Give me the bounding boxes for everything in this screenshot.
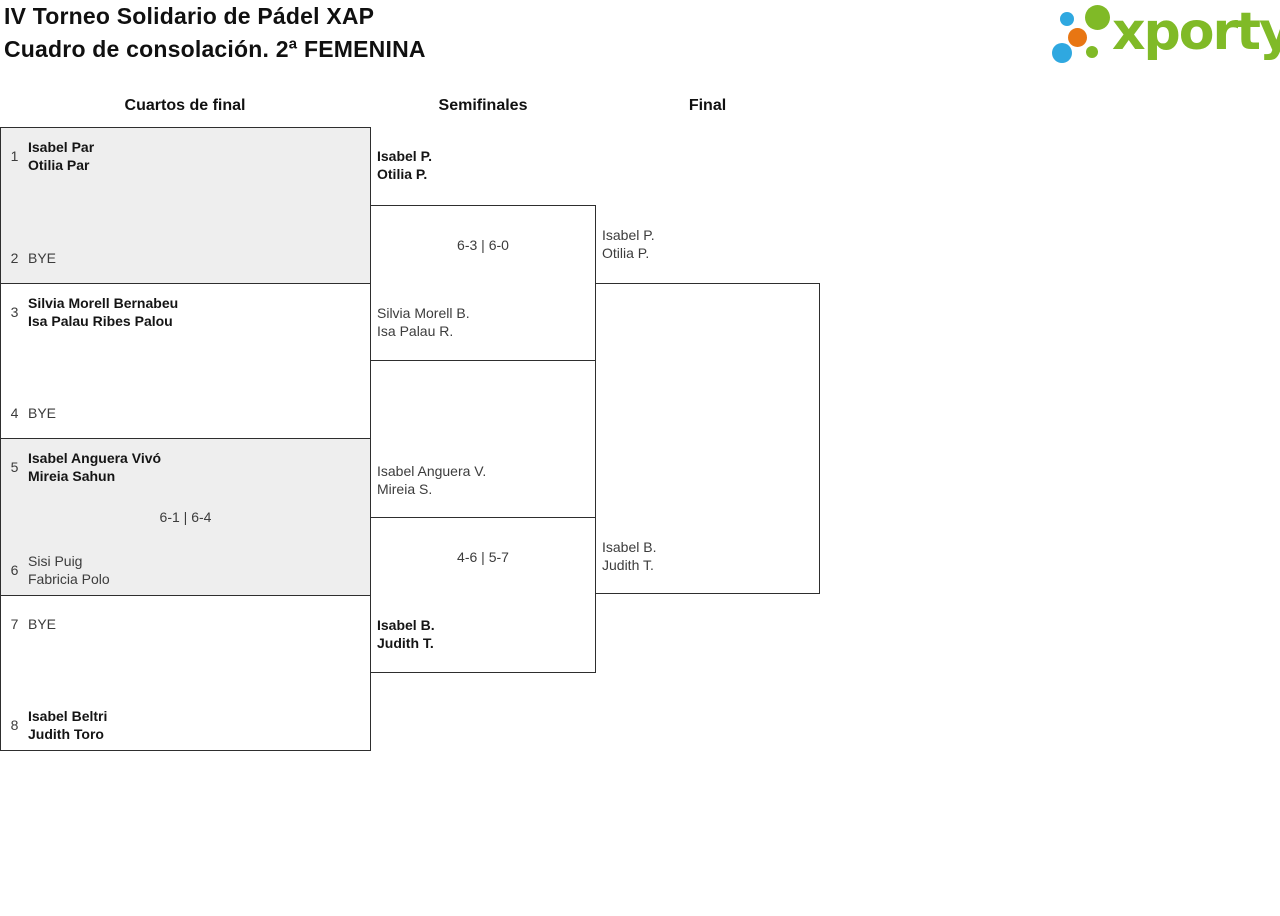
team-names: Isabel Beltri Judith Toro xyxy=(28,707,107,743)
player-name: Mireia S. xyxy=(377,481,433,497)
qf-match-3-box: 5 Isabel Anguera Vivó Mireia Sahun 6-1 |… xyxy=(0,438,371,596)
qf-match-4-box: 7 BYE 8 Isabel Beltri Judith Toro xyxy=(0,595,371,751)
round-header-semifinals: Semifinales xyxy=(438,97,528,114)
team-names: Silvia Morell Bernabeu Isa Palau Ribes P… xyxy=(28,294,178,330)
logo-dot-icon xyxy=(1060,12,1074,26)
team-names: BYE xyxy=(28,249,56,267)
final-top-team: Isabel P. Otilia P. xyxy=(602,226,655,262)
player-name: Mireia Sahun xyxy=(28,468,116,484)
sf1-score: 6-3 | 6-0 xyxy=(457,237,509,253)
seed-number: 8 xyxy=(10,717,19,733)
team-slot: 8 Isabel Beltri Judith Toro xyxy=(9,707,362,743)
player-name: Silvia Morell Bernabeu xyxy=(28,295,179,311)
team-slot: 6 Sisi Puig Fabricia Polo xyxy=(9,552,362,588)
match-score: 6-1 | 6-4 xyxy=(159,509,212,525)
logo-dot-icon xyxy=(1052,43,1072,63)
sf1-top-team: Isabel P. Otilia P. xyxy=(377,147,432,183)
player-name: Isa Palau R. xyxy=(377,323,454,339)
sf1-bottom-team: Silvia Morell B. Isa Palau R. xyxy=(377,304,470,340)
round-header-quarterfinals: Cuartos de final xyxy=(124,97,246,114)
player-name: Fabricia Polo xyxy=(28,571,110,587)
seed-number: 4 xyxy=(10,405,19,421)
player-name: BYE xyxy=(28,405,57,421)
final-bottom-team: Isabel B. Judith T. xyxy=(602,538,656,574)
player-name: Sisi Puig xyxy=(28,553,83,569)
player-name: Otilia P. xyxy=(377,166,428,182)
team-slot: 7 BYE xyxy=(9,615,362,633)
team-names: Isabel Anguera Vivó Mireia Sahun xyxy=(28,449,161,485)
sf2-bottom-team: Isabel B. Judith T. xyxy=(377,616,435,652)
player-name: Otilia Par xyxy=(28,157,90,173)
qf-match-2-box: 3 Silvia Morell Bernabeu Isa Palau Ribes… xyxy=(0,283,371,439)
player-name: Silvia Morell B. xyxy=(377,305,470,321)
player-name: Isabel Anguera Vivó xyxy=(28,450,162,466)
seed-number: 1 xyxy=(10,148,19,164)
final-match-box xyxy=(595,283,820,594)
player-name: Isa Palau Ribes Palou xyxy=(28,313,173,329)
sf2-top-team: Isabel Anguera V. Mireia S. xyxy=(377,462,486,498)
player-name: Isabel Par xyxy=(28,139,95,155)
seed-number: 7 xyxy=(10,616,19,632)
logo-dot-icon xyxy=(1086,46,1098,58)
team-names: Sisi Puig Fabricia Polo xyxy=(28,552,110,588)
player-name: Isabel Beltri xyxy=(28,708,108,724)
seed-number: 2 xyxy=(10,250,19,266)
round-header-final: Final xyxy=(688,97,727,114)
page-title: IV Torneo Solidario de Pádel XAP Cuadro … xyxy=(4,0,426,66)
xporty-logo[interactable]: xporty xyxy=(1045,0,1280,74)
player-name: Judith T. xyxy=(377,635,434,651)
team-slot: 3 Silvia Morell Bernabeu Isa Palau Ribes… xyxy=(9,294,362,330)
player-name: Isabel P. xyxy=(602,227,655,243)
team-names: Isabel Par Otilia Par xyxy=(28,138,94,174)
bracket-subtitle: Cuadro de consolación. 2ª FEMENINA xyxy=(4,36,426,62)
team-slot: 5 Isabel Anguera Vivó Mireia Sahun xyxy=(9,449,362,485)
logo-wordmark: xporty xyxy=(1112,2,1280,62)
seed-number: 3 xyxy=(10,304,19,320)
team-names: BYE xyxy=(28,404,56,422)
logo-dot-icon xyxy=(1085,5,1110,30)
player-name: Isabel P. xyxy=(377,148,433,164)
seed-number: 6 xyxy=(10,562,19,578)
team-slot: 4 BYE xyxy=(9,404,362,422)
tournament-name: IV Torneo Solidario de Pádel XAP xyxy=(4,3,375,29)
sf2-score: 4-6 | 5-7 xyxy=(457,549,509,565)
seed-number: 5 xyxy=(10,459,19,475)
sf-match-2-box xyxy=(370,517,596,673)
team-slot: 2 BYE xyxy=(9,249,362,267)
logo-dot-icon xyxy=(1068,28,1087,47)
player-name: BYE xyxy=(28,616,57,632)
player-name: BYE xyxy=(28,250,57,266)
player-name: Judith Toro xyxy=(28,726,104,742)
player-name: Isabel B. xyxy=(602,539,657,555)
player-name: Judith T. xyxy=(602,557,654,573)
player-name: Isabel B. xyxy=(377,617,435,633)
team-names: BYE xyxy=(28,615,56,633)
player-name: Isabel Anguera V. xyxy=(377,463,487,479)
qf-match-1-box: 1 Isabel Par Otilia Par 2 BYE xyxy=(0,127,371,284)
team-slot: 1 Isabel Par Otilia Par xyxy=(9,138,362,174)
player-name: Otilia P. xyxy=(602,245,650,261)
